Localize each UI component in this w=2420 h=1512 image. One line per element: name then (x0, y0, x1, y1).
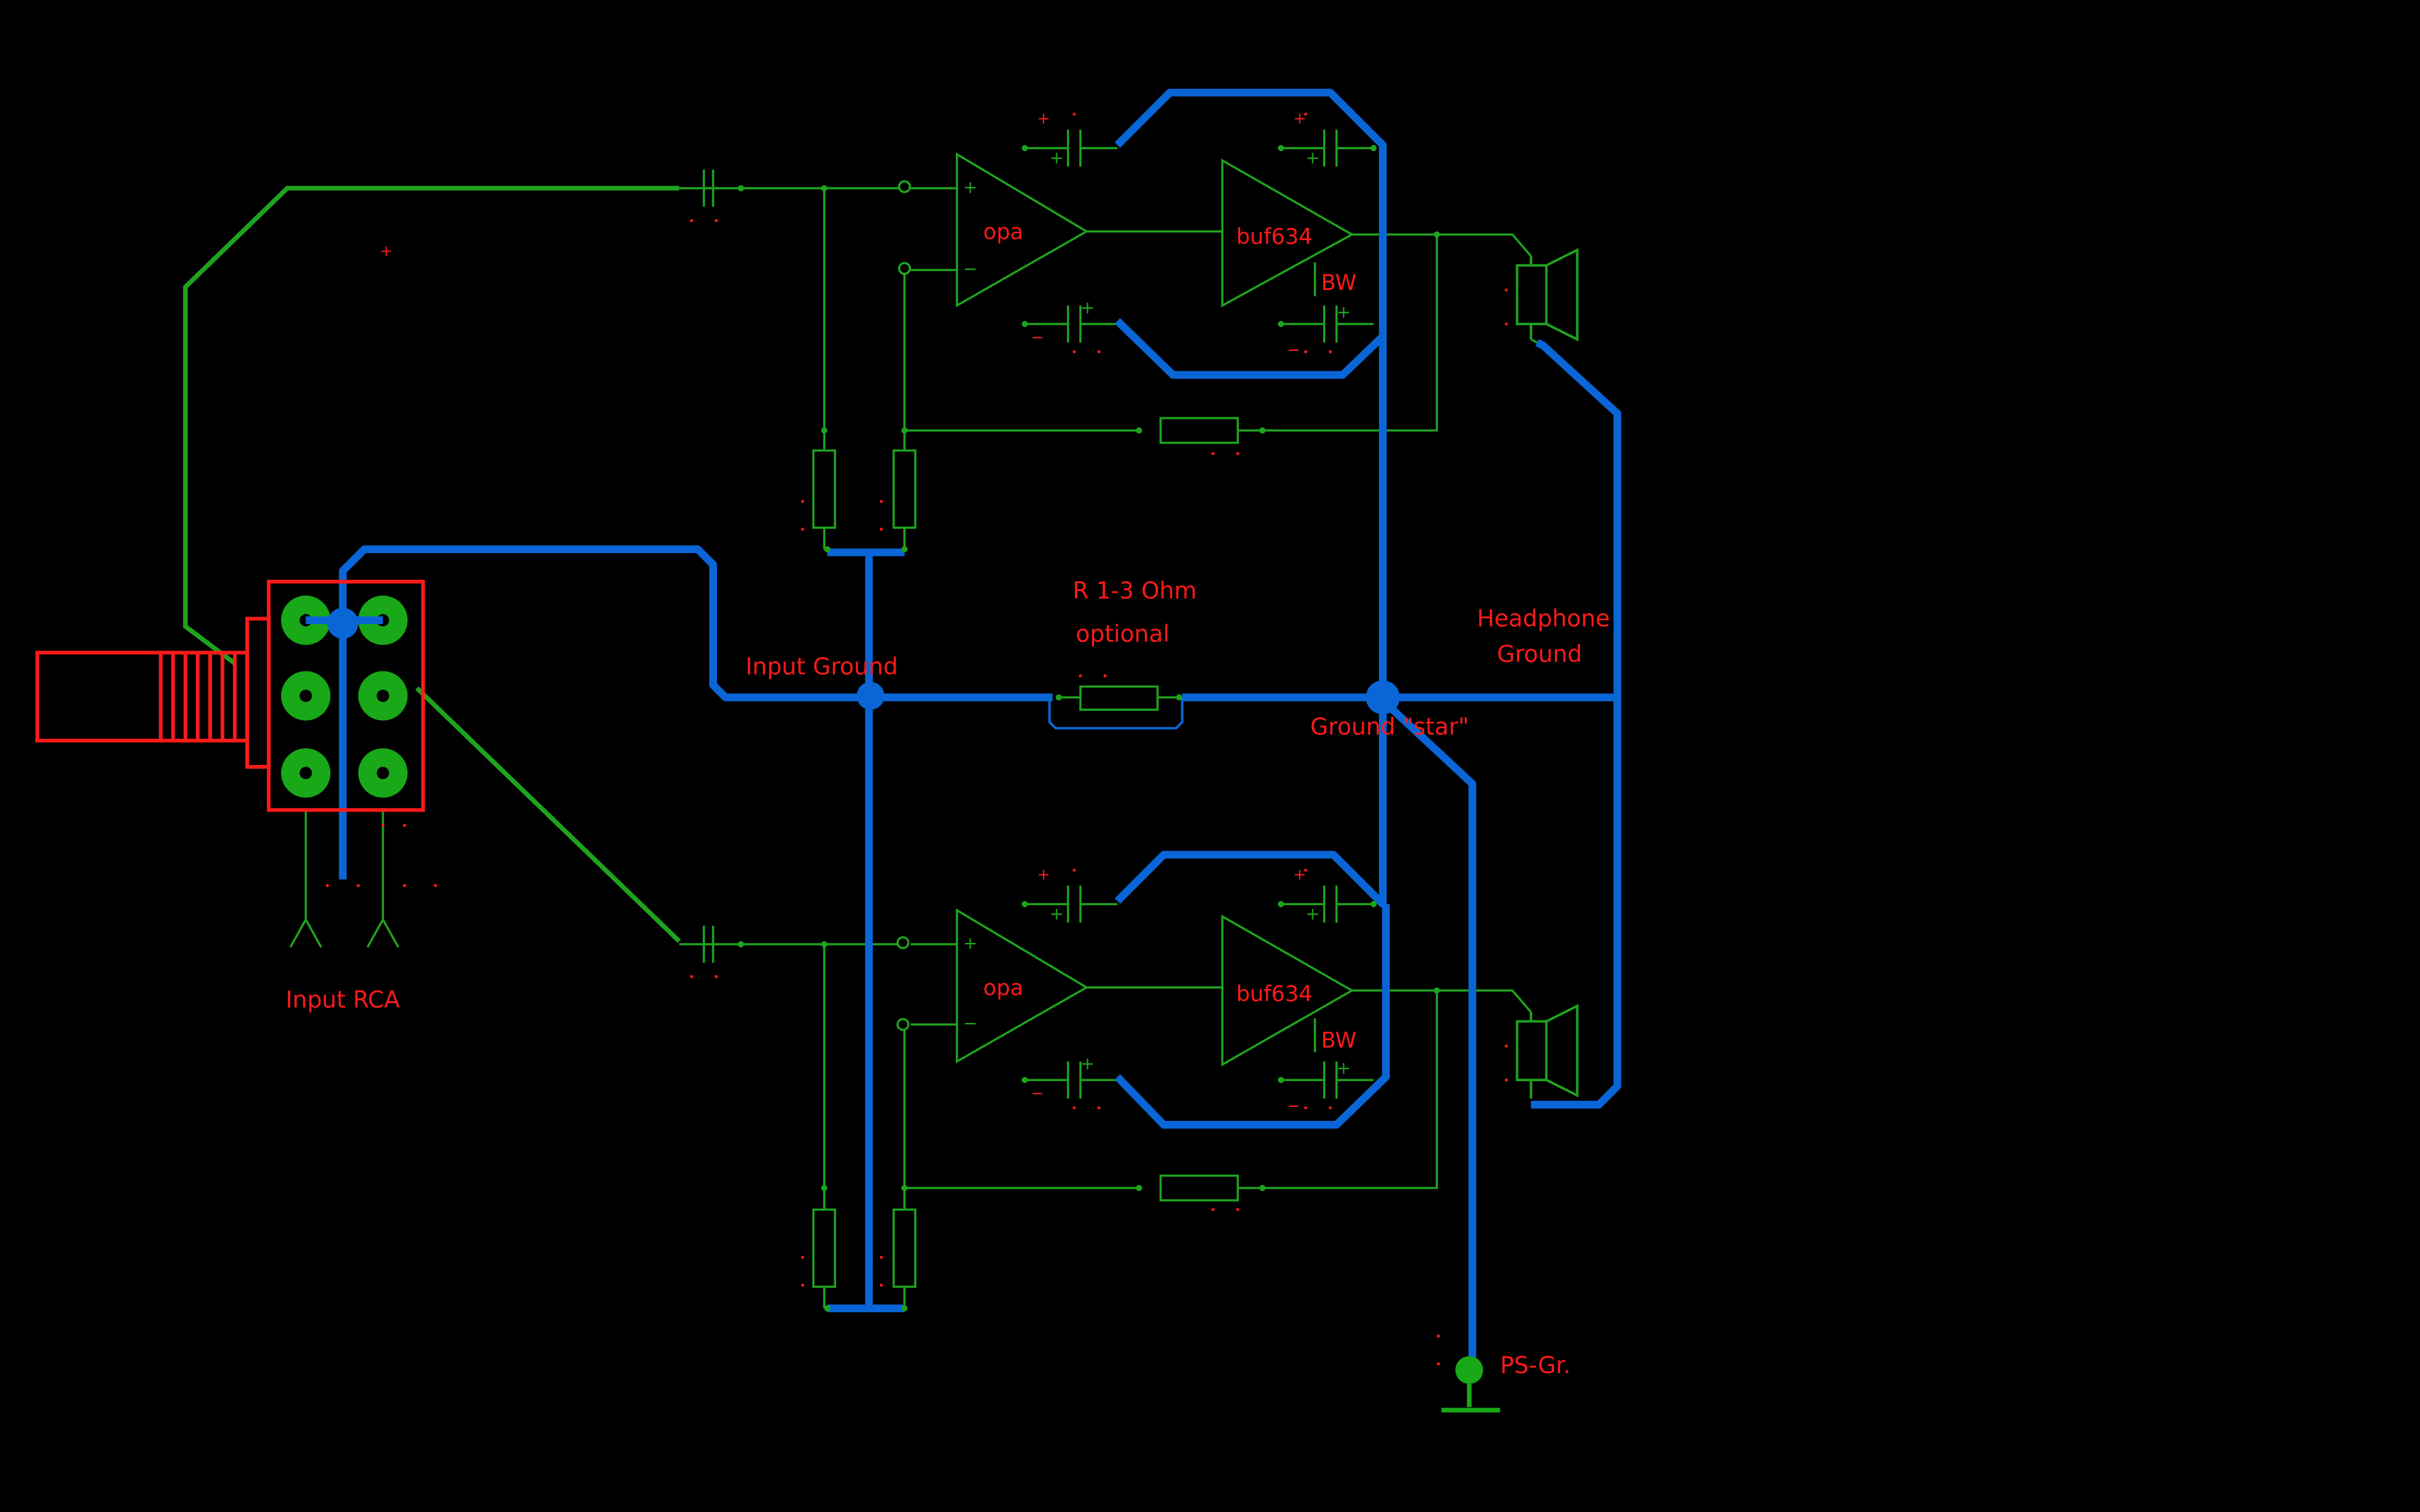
junction-dots (738, 145, 1440, 1312)
input-signal-traces (183, 186, 681, 943)
svg-text:−: − (1287, 341, 1300, 358)
ground-traces (339, 88, 1622, 1358)
bw-bottom-label: BW (1321, 1028, 1357, 1053)
feedback-loop-bottom (904, 990, 1438, 1189)
svg-text:+: + (1037, 865, 1050, 883)
svg-text:−: − (1031, 1084, 1044, 1102)
resistor-optional-label: optional (1076, 620, 1169, 648)
svg-text:+: + (963, 933, 977, 953)
rca-left-to-top-channel (183, 186, 679, 666)
resistor-ground-link (1079, 685, 1159, 711)
ps-ground-trace (1380, 697, 1476, 1358)
cap-polarity-green: + + + + + + + + (1049, 148, 1351, 1078)
resistor-bias-top (812, 449, 837, 529)
svg-text:+: + (1293, 109, 1306, 127)
opamp-top (956, 152, 1089, 308)
svg-text:+: + (1081, 298, 1095, 318)
resistor-feedback-top (1159, 417, 1239, 444)
amplifiers (910, 152, 1355, 1066)
svg-text:−: − (963, 1014, 977, 1034)
opamp-top-label: opa (983, 220, 1024, 245)
input-rca-label: Input RCA (286, 986, 400, 1013)
feedback-loop-top (904, 234, 1438, 432)
origin-markers (325, 112, 1508, 1366)
buffer-top (1221, 158, 1355, 308)
opamp-bottom (956, 908, 1089, 1064)
ps-ground-symbol (1441, 1356, 1501, 1413)
rca-right-to-bottom-channel (415, 686, 681, 943)
buffer-bottom-label: buf634 (1236, 981, 1312, 1006)
svg-text:+: + (1305, 148, 1319, 168)
resistors (812, 417, 1239, 1288)
polarity-markers: + + + + − − − − + (380, 109, 1306, 1115)
ps-ground-label: PS-Gr. (1500, 1351, 1570, 1379)
headphone-ground-label: Ground (1497, 640, 1582, 668)
input-cap-top (702, 170, 714, 207)
svg-text:+: + (1037, 109, 1050, 127)
svg-text:−: − (1287, 1097, 1300, 1114)
resistor-gain-bottom (892, 1208, 917, 1288)
amp-markers: + − + − (963, 177, 977, 1033)
resistor-feedback-bottom (1159, 1174, 1239, 1202)
svg-text:+: + (1081, 1054, 1095, 1074)
buffer-out-top (1351, 233, 1532, 257)
input-ground-bus (339, 545, 1053, 880)
headphone-label: Headphone (1477, 605, 1610, 632)
svg-text:+: + (1049, 148, 1063, 168)
buffer-top-label: buf634 (1236, 224, 1312, 249)
svg-text:−: − (963, 259, 977, 279)
ground-star-node (1366, 680, 1400, 714)
opamp-bottom-label: opa (983, 976, 1024, 1001)
headphone-speakers (1515, 248, 1579, 1099)
buffer-out-bottom (1351, 989, 1532, 1013)
resistor-bias-bottom (812, 1208, 837, 1288)
rca-connector (35, 579, 425, 812)
svg-text:−: − (1031, 328, 1044, 346)
resistor-bypass-trace (1048, 697, 1184, 730)
capacitors (702, 129, 1338, 1099)
headphone-ground-trace (1531, 339, 1622, 1109)
svg-text:+: + (1049, 904, 1063, 924)
ground-star-label: Ground "star" (1311, 712, 1469, 740)
input-ground-label: Input Ground (746, 652, 898, 680)
svg-text:+: + (1337, 1059, 1351, 1079)
input-ground-node (857, 682, 885, 710)
input-pins (896, 180, 911, 1031)
resistor-value-label: R 1-3 Ohm (1072, 577, 1197, 604)
rca-plug (35, 650, 249, 743)
bw-top-label: BW (1321, 270, 1357, 295)
svg-text:+: + (1337, 303, 1351, 323)
resistor-gain-top (892, 449, 917, 529)
buffer-bottom (1221, 914, 1355, 1066)
input-cap-bottom (702, 926, 714, 963)
svg-text:+: + (1293, 865, 1306, 883)
svg-text:+: + (963, 177, 977, 197)
svg-text:+: + (1305, 904, 1319, 924)
svg-text:+: + (380, 242, 392, 260)
